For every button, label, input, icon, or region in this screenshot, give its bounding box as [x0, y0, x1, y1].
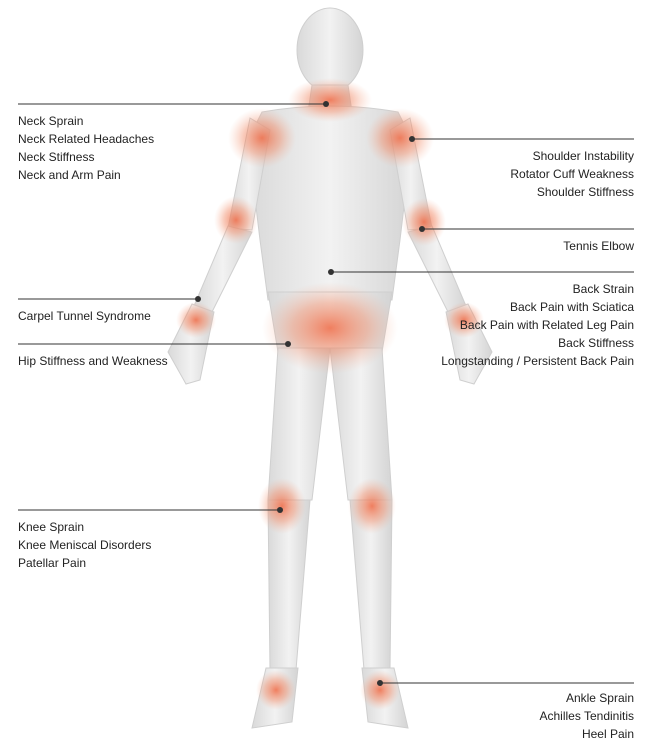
condition-label: Back Pain with Related Leg Pain [441, 316, 634, 334]
pain-left-elbow [214, 196, 258, 244]
condition-label: Hip Stiffness and Weakness [18, 352, 168, 370]
back-label-group: Back Strain Back Pain with Sciatica Back… [441, 280, 634, 370]
condition-label: Knee Sprain [18, 518, 151, 536]
condition-label: Neck Stiffness [18, 148, 154, 166]
pain-left-shoulder [228, 108, 296, 168]
wrist-label-group: Carpel Tunnel Syndrome [18, 307, 151, 325]
condition-label: Heel Pain [540, 725, 635, 743]
dot-neck [323, 101, 329, 107]
pain-right-ankle [360, 670, 400, 710]
pain-left-wrist [176, 302, 216, 338]
pain-lower-back [262, 282, 398, 374]
shoulder-label-group: Shoulder Instability Rotator Cuff Weakne… [510, 147, 634, 201]
dot-elbow [419, 226, 425, 232]
pain-right-shoulder [366, 108, 434, 168]
condition-label: Back Stiffness [441, 334, 634, 352]
condition-label: Neck Sprain [18, 112, 154, 130]
dot-ankle [377, 680, 383, 686]
dot-wrist [195, 296, 201, 302]
condition-label: Ankle Sprain [540, 689, 635, 707]
elbow-label-group: Tennis Elbow [563, 237, 634, 255]
pain-right-knee [348, 478, 396, 534]
condition-label: Back Pain with Sciatica [441, 298, 634, 316]
pain-right-elbow [402, 198, 446, 246]
hip-label-group: Hip Stiffness and Weakness [18, 352, 168, 370]
condition-label: Longstanding / Persistent Back Pain [441, 352, 634, 370]
pain-left-ankle [256, 670, 296, 710]
condition-label: Shoulder Instability [510, 147, 634, 165]
condition-label: Rotator Cuff Weakness [510, 165, 634, 183]
dot-knee [277, 507, 283, 513]
condition-label: Tennis Elbow [563, 237, 634, 255]
pain-left-knee [258, 478, 306, 534]
condition-label: Back Strain [441, 280, 634, 298]
pain-neck [288, 78, 372, 122]
knee-label-group: Knee Sprain Knee Meniscal Disorders Pate… [18, 518, 151, 572]
ankle-label-group: Ankle Sprain Achilles Tendinitis Heel Pa… [540, 689, 635, 743]
condition-label: Knee Meniscal Disorders [18, 536, 151, 554]
condition-label: Patellar Pain [18, 554, 151, 572]
condition-label: Shoulder Stiffness [510, 183, 634, 201]
dot-hip [285, 341, 291, 347]
condition-label: Achilles Tendinitis [540, 707, 635, 725]
condition-label: Carpel Tunnel Syndrome [18, 307, 151, 325]
condition-label: Neck and Arm Pain [18, 166, 154, 184]
dot-back [328, 269, 334, 275]
dot-shoulder [409, 136, 415, 142]
condition-label: Neck Related Headaches [18, 130, 154, 148]
neck-label-group: Neck Sprain Neck Related Headaches Neck … [18, 112, 154, 184]
